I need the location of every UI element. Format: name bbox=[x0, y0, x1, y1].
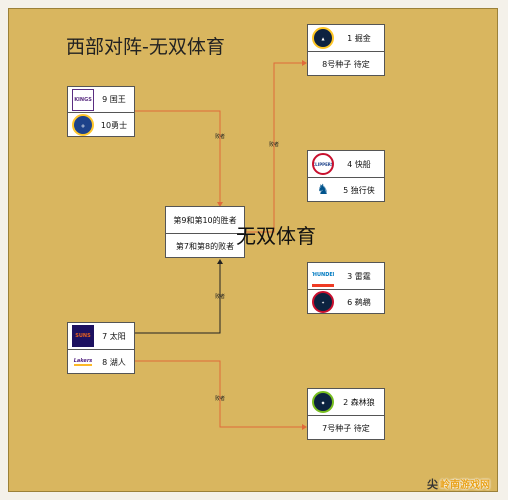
placeholder-label: 7号种子 待定 bbox=[322, 423, 370, 433]
team-name: 6 鹈鹕 bbox=[347, 297, 371, 307]
matchup-suns-lakers: SUNS 7 太阳 Lakers 8 湖人 bbox=[67, 322, 135, 374]
team-name: 5 独行侠 bbox=[343, 185, 375, 195]
team-row-seed8-tbd[interactable]: 8号种子 待定 bbox=[308, 51, 384, 76]
team-name: 3 雷霆 bbox=[347, 271, 371, 281]
loser-tag-1: 败者 bbox=[215, 134, 226, 140]
watermark-text: 岭南游戏网 bbox=[440, 480, 490, 491]
thunder-logo-icon: THUNDER bbox=[312, 265, 334, 287]
team-row-warriors[interactable]: ◍ 10勇士 bbox=[68, 112, 134, 137]
loser-tag-2: 败者 bbox=[269, 142, 280, 148]
matchup-nuggets: ▲ 1 掘金 8号种子 待定 bbox=[307, 24, 385, 76]
matchup-kings-warriors: KINGS 9 国王 ◍ 10勇士 bbox=[67, 86, 135, 137]
arrow-head bbox=[217, 202, 223, 207]
lakers-logo-icon: Lakers bbox=[72, 351, 94, 373]
arrow-head bbox=[302, 60, 307, 66]
warriors-logo-icon: ◍ bbox=[72, 114, 94, 136]
team-row-suns[interactable]: SUNS 7 太阳 bbox=[68, 323, 134, 349]
watermark-logo-icon: 尖 bbox=[427, 478, 438, 491]
clippers-logo-icon: CLIPPERS bbox=[312, 153, 334, 175]
team-row-clippers[interactable]: CLIPPERS 4 快船 bbox=[308, 151, 384, 177]
loser-tag-3: 败者 bbox=[215, 294, 226, 300]
mavericks-logo-icon: ♞ bbox=[312, 179, 334, 201]
arrow-head bbox=[217, 259, 223, 264]
team-name: 9 国王 bbox=[102, 95, 126, 104]
team-row-mavericks[interactable]: ♞ 5 独行侠 bbox=[308, 177, 384, 202]
connector-suns-lakers-wolves bbox=[134, 360, 305, 428]
team-name: 4 快船 bbox=[347, 159, 371, 169]
connector-playin-nuggets bbox=[246, 62, 305, 233]
team-row-lakers[interactable]: Lakers 8 湖人 bbox=[68, 349, 134, 374]
play-in-top-label: 第9和第10的胜者 bbox=[173, 215, 237, 225]
page-title: 西部对阵-无双体育 bbox=[66, 36, 225, 58]
play-in-box: 第9和第10的胜者 第7和第8的败者 bbox=[165, 206, 245, 258]
team-name: 1 掘金 bbox=[347, 33, 371, 43]
matchup-clippers-mavericks: CLIPPERS 4 快船 ♞ 5 独行侠 bbox=[307, 150, 385, 202]
connector-kings-warriors bbox=[134, 110, 221, 206]
placeholder-label: 8号种子 待定 bbox=[322, 59, 370, 69]
loser-tag-4: 败者 bbox=[215, 396, 226, 402]
team-row-kings[interactable]: KINGS 9 国王 bbox=[68, 87, 134, 112]
play-in-bottom-label: 第7和第8的败者 bbox=[175, 241, 235, 251]
team-row-nuggets[interactable]: ▲ 1 掘金 bbox=[308, 25, 384, 51]
team-row-pelicans[interactable]: ✦ 6 鹈鹕 bbox=[308, 289, 384, 314]
team-row-thunder[interactable]: THUNDER 3 雷霆 bbox=[308, 263, 384, 289]
play-in-top-row[interactable]: 第9和第10的胜者 bbox=[166, 207, 244, 233]
matchup-thunder-pelicans: THUNDER 3 雷霆 ✦ 6 鹈鹕 bbox=[307, 262, 385, 314]
play-in-bottom-row[interactable]: 第7和第8的败者 bbox=[166, 233, 244, 258]
team-row-seed7-tbd[interactable]: 7号种子 待定 bbox=[308, 415, 384, 440]
team-name: 8 湖人 bbox=[102, 357, 126, 367]
nuggets-logo-icon: ▲ bbox=[312, 27, 334, 49]
team-name: 7 太阳 bbox=[102, 331, 126, 341]
timberwolves-logo-icon: ◆ bbox=[312, 391, 334, 413]
watermark: 尖岭南游戏网 bbox=[427, 476, 490, 492]
overlay-watermark-text: 无双体育 bbox=[236, 224, 316, 248]
team-name: 10勇士 bbox=[100, 120, 128, 130]
team-name: 2 森林狼 bbox=[343, 397, 375, 407]
connector-suns-lakers-up bbox=[134, 260, 221, 334]
team-row-timberwolves[interactable]: ◆ 2 森林狼 bbox=[308, 389, 384, 415]
kings-logo-icon: KINGS bbox=[72, 88, 94, 111]
matchup-timberwolves: ◆ 2 森林狼 7号种子 待定 bbox=[307, 388, 385, 440]
pelicans-logo-icon: ✦ bbox=[312, 291, 334, 313]
suns-logo-icon: SUNS bbox=[72, 325, 94, 347]
arrow-head bbox=[302, 424, 307, 430]
